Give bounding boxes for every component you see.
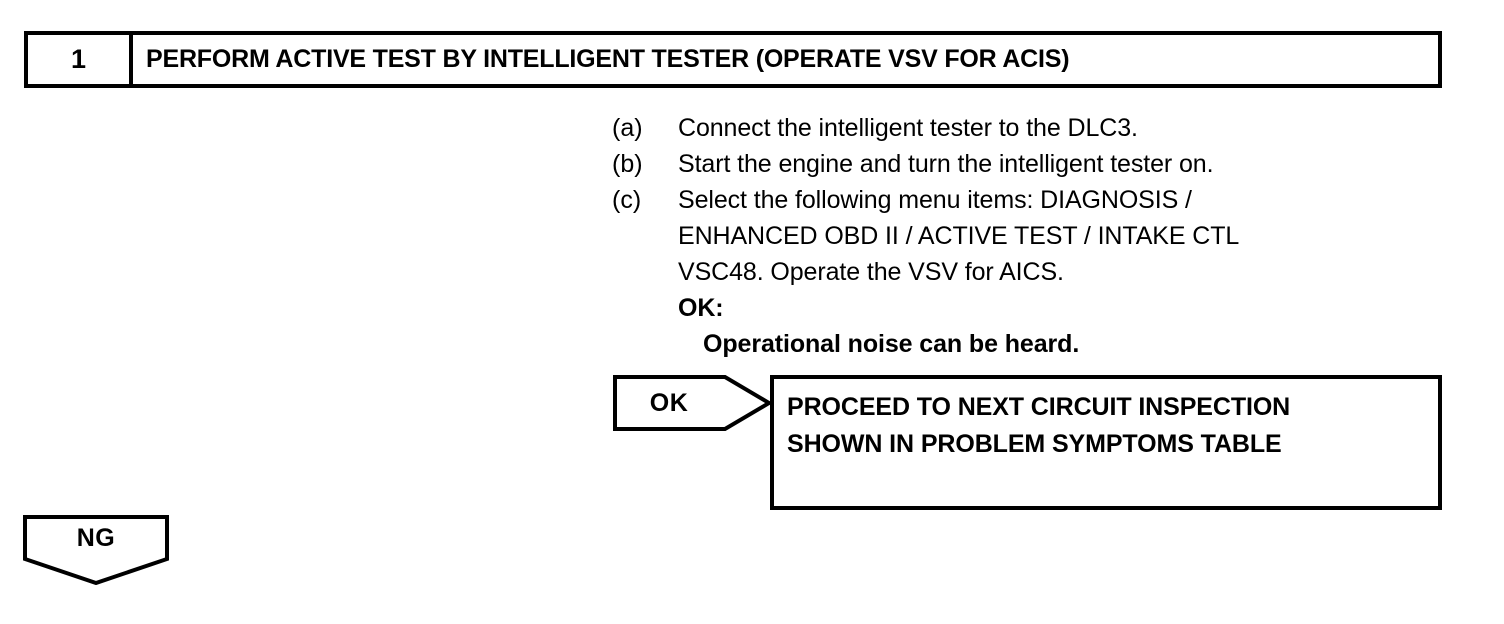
procedure-line: (c) Select the following menu items: DIA… [612, 182, 1442, 218]
result-line: SHOWN IN PROBLEM SYMPTOMS TABLE [787, 430, 1282, 458]
procedure-ok-value-line: Operational noise can be heard. [612, 326, 1442, 362]
ok-criteria-label: OK: [678, 294, 724, 322]
ng-pentagon-icon [23, 515, 169, 585]
procedure-line: VSC48. Operate the VSV for AICS. [612, 254, 1442, 290]
step-header-bar: 1 PERFORM ACTIVE TEST BY INTELLIGENT TES… [24, 31, 1442, 88]
procedure-text: VSC48. Operate the VSV for AICS. [678, 258, 1064, 286]
step-number-cell: 1 [28, 35, 133, 84]
ok-arrow-label: OK [649, 388, 689, 417]
ok-criteria-value: Operational noise can be heard. [703, 330, 1080, 358]
procedure-text: Start the engine and turn the intelligen… [678, 150, 1214, 178]
step-number: 1 [70, 44, 87, 74]
ng-branch-marker: NG [23, 515, 169, 585]
procedure-marker: (a) [612, 114, 643, 142]
ok-branch-arrow: OK [613, 375, 771, 431]
procedure-line: ENHANCED OBD II / ACTIVE TEST / INTAKE C… [612, 218, 1442, 254]
result-line: PROCEED TO NEXT CIRCUIT INSPECTION [787, 393, 1291, 421]
step-title-cell: PERFORM ACTIVE TEST BY INTELLIGENT TESTE… [133, 35, 1438, 84]
procedure-marker: (c) [612, 186, 642, 214]
ok-result-box: PROCEED TO NEXT CIRCUIT INSPECTION SHOWN… [770, 375, 1442, 510]
step-title: PERFORM ACTIVE TEST BY INTELLIGENT TESTE… [146, 45, 1070, 73]
ok-arrow-icon [613, 375, 771, 431]
procedure-text: Select the following menu items: DIAGNOS… [678, 186, 1192, 214]
procedure-line: (a) Connect the intelligent tester to th… [612, 110, 1442, 146]
procedure-text: Connect the intelligent tester to the DL… [678, 114, 1138, 142]
procedure-marker: (b) [612, 150, 643, 178]
procedure-text: ENHANCED OBD II / ACTIVE TEST / INTAKE C… [678, 222, 1240, 250]
procedure-ok-label-line: OK: [612, 290, 1442, 326]
procedure-text-block: (a) Connect the intelligent tester to th… [612, 110, 1442, 362]
procedure-line: (b) Start the engine and turn the intell… [612, 146, 1442, 182]
ng-label: NG [76, 523, 116, 552]
